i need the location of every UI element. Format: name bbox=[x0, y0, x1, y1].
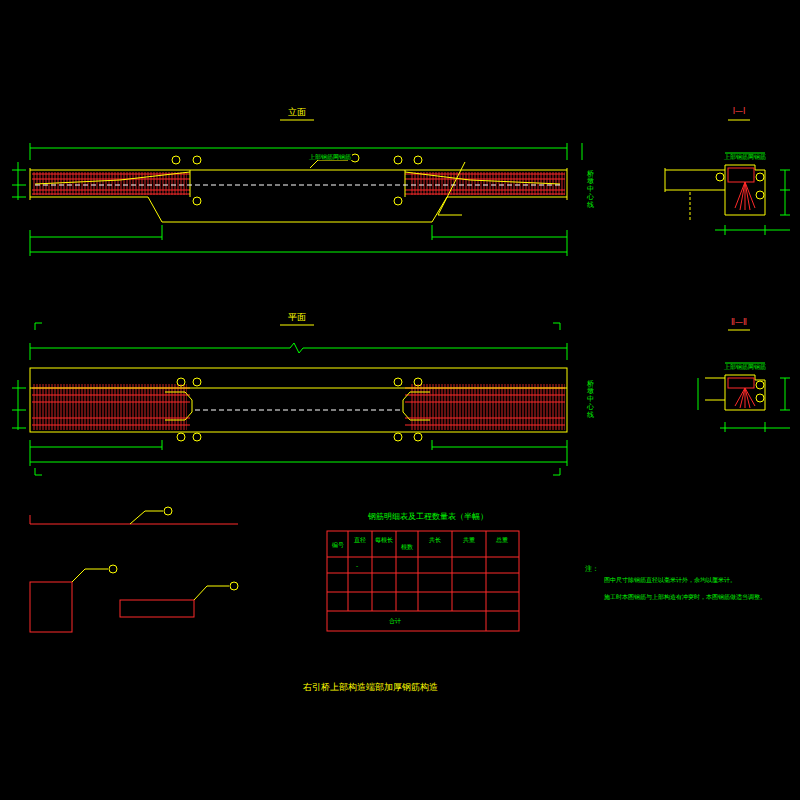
drawing-label: 钢筋明细表及工程数量表（半幅） bbox=[367, 513, 489, 522]
drawing-label: 编号 bbox=[331, 542, 345, 549]
drawing-label: 图中尺寸除钢筋直径以毫米计外，余均以厘米计。 bbox=[603, 577, 737, 584]
drawing-label: 上部钢筋网钢筋 bbox=[723, 364, 767, 371]
drawing-label: 平面 bbox=[287, 313, 307, 323]
drawing-label: 施工时本图钢筋与上部构造有冲突时，本图钢筋做适当调整。 bbox=[603, 594, 767, 601]
drawing-label: 上部钢筋网钢筋 bbox=[308, 154, 352, 161]
drawing-label: 总重 bbox=[495, 537, 509, 544]
drawing-label: 根数 bbox=[400, 544, 414, 551]
vertical-label: 桥墩中心线 bbox=[587, 171, 594, 209]
drawing-label: Ⅰ—Ⅰ bbox=[732, 108, 747, 117]
drawing-label: 上部钢筋网钢筋 bbox=[723, 154, 767, 161]
drawing-label: 共重 bbox=[462, 537, 476, 544]
drawing-title: 右引桥上部构造端部加厚钢筋构造 bbox=[302, 683, 439, 693]
drawing-label: 合计 bbox=[388, 618, 402, 625]
drawing-label: 立面 bbox=[287, 108, 307, 118]
drawing-label: Ⅱ—Ⅱ bbox=[730, 319, 748, 328]
drawing-label: - bbox=[355, 563, 359, 570]
vertical-label: 桥墩中心线 bbox=[587, 381, 594, 419]
drawing-label: 注： bbox=[584, 566, 600, 574]
drawing-label: 共长 bbox=[428, 537, 442, 544]
drawing-label: 每根长 bbox=[374, 537, 394, 544]
drawing-label: 直径 bbox=[353, 537, 367, 544]
